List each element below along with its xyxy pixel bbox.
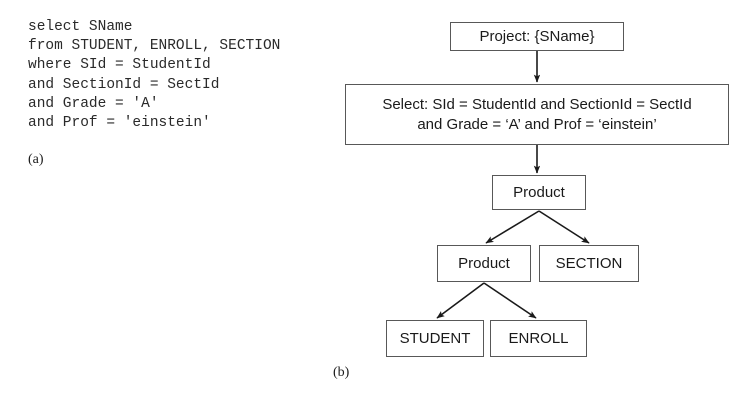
edge-product-top-to-section bbox=[538, 210, 590, 244]
node-select-line-1: Select: SId = StudentId and SectionId = … bbox=[382, 95, 692, 113]
sql-line-6: and Prof = 'einstein' bbox=[28, 115, 211, 132]
node-select: Select: SId = StudentId and SectionId = … bbox=[345, 84, 729, 145]
sql-line-2: from STUDENT, ENROLL, SECTION bbox=[28, 38, 281, 55]
node-student: STUDENT bbox=[386, 320, 484, 357]
sql-query-text: select SName from STUDENT, ENROLL, SECTIO… bbox=[28, 18, 280, 133]
panel-label-b: (b) bbox=[333, 365, 350, 380]
panel-label-a: (a) bbox=[28, 152, 44, 167]
node-section: SECTION bbox=[539, 245, 639, 282]
node-enroll: ENROLL bbox=[490, 320, 587, 357]
sql-line-3: where SId = StudentId bbox=[28, 57, 211, 74]
node-product-mid: Product bbox=[437, 245, 531, 282]
node-product-top: Product bbox=[492, 175, 586, 210]
edge-product-mid-to-student bbox=[436, 282, 485, 319]
sql-line-5: and Grade = 'A' bbox=[28, 95, 159, 112]
node-project: Project: {SName} bbox=[450, 22, 624, 51]
edge-product-mid-to-enroll bbox=[483, 282, 537, 319]
node-select-line-2: and Grade = ‘A’ and Prof = ‘einstein’ bbox=[417, 115, 657, 133]
sql-line-4: and SectionId = SectId bbox=[28, 76, 220, 93]
sql-line-1: select SName bbox=[28, 19, 133, 35]
edge-product-top-to-product-mid bbox=[485, 210, 540, 244]
